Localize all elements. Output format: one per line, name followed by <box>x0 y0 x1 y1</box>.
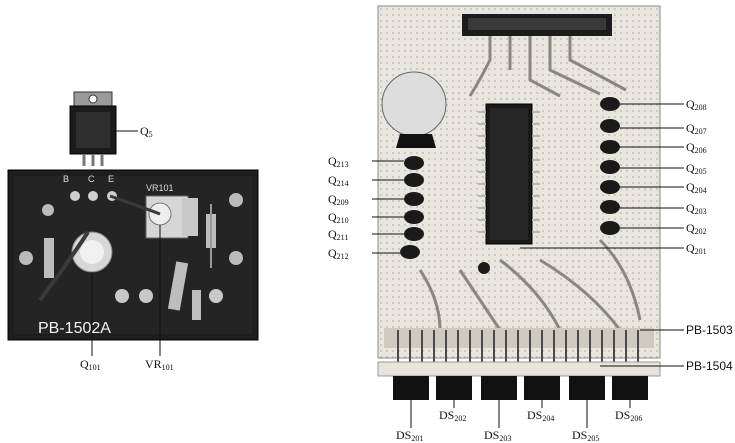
callout-ds202: DS202 <box>439 408 467 423</box>
callout-ds206: DS206 <box>615 408 643 423</box>
callout-q5: Q5 <box>140 124 153 139</box>
callout-q208: Q208 <box>686 97 707 112</box>
pb-1502a-board <box>7 169 259 341</box>
label-pb-1504: PB-1504 <box>686 359 733 373</box>
callout-q211: Q211 <box>328 227 349 242</box>
callout-q203: Q203 <box>686 201 707 216</box>
callout-q210: Q210 <box>328 210 349 225</box>
right-leaders <box>372 103 684 428</box>
silk-e: E <box>108 174 115 184</box>
pb-1504-display-strip <box>377 328 661 400</box>
board-label-pb1502a: PB-1502A <box>38 320 111 337</box>
main-display-board <box>377 5 661 359</box>
callout-q207: Q207 <box>686 121 707 136</box>
label-pb-1503: PB-1503 <box>686 323 733 337</box>
callout-q206: Q206 <box>686 140 707 155</box>
callout-q213: Q213 <box>328 154 349 169</box>
callout-q209: Q209 <box>328 192 349 207</box>
callout-q201: Q201 <box>686 241 707 256</box>
silk-c: C <box>88 174 95 184</box>
callout-q212: Q212 <box>328 246 349 261</box>
callout-q202: Q202 <box>686 221 707 236</box>
q5-transistor <box>69 91 117 166</box>
callout-ds205: DS205 <box>572 428 600 443</box>
callout-ds204: DS204 <box>527 408 555 423</box>
callout-q204: Q204 <box>686 180 707 195</box>
silk-vr101: VR101 <box>146 183 174 193</box>
callout-ds203: DS203 <box>484 428 512 443</box>
callout-vr101: VR101 <box>145 357 174 372</box>
callout-q205: Q205 <box>686 161 707 176</box>
callout-ds201: DS201 <box>396 428 424 443</box>
callout-q214: Q214 <box>328 173 349 188</box>
silk-b: B <box>63 174 70 184</box>
callout-q101: Q101 <box>80 357 101 372</box>
